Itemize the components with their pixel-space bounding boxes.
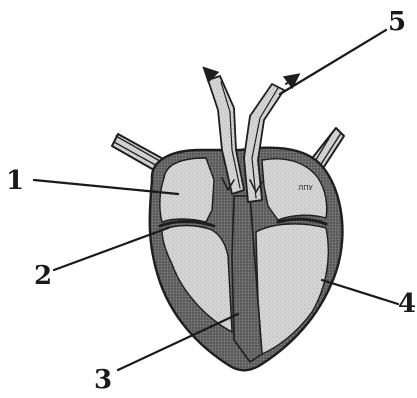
chamber-annotation: ЛПУ bbox=[298, 184, 314, 192]
callout-5: 5 bbox=[388, 7, 406, 37]
leader-line-4 bbox=[322, 280, 398, 304]
callout-4: 4 bbox=[398, 289, 416, 319]
callout-2: 2 bbox=[34, 261, 52, 291]
callout-3: 3 bbox=[94, 365, 112, 395]
callout-1: 1 bbox=[6, 166, 24, 196]
left-ventricle bbox=[256, 224, 328, 354]
leader-line-5 bbox=[280, 30, 386, 94]
